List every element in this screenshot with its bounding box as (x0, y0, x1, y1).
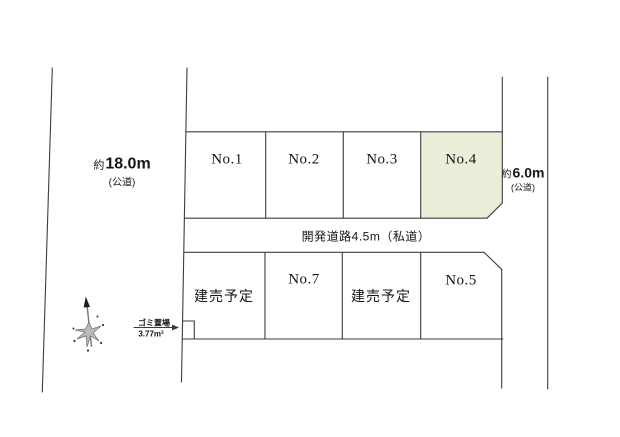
east-road-type: (公道) (510, 182, 535, 193)
garbage-arrowhead (172, 324, 179, 331)
lot-label-no2: No.2 (288, 151, 320, 168)
north-compass-icon (72, 296, 105, 352)
lot-no4-chamfer (486, 202, 503, 219)
private-road-label: 開発道路4.5m（私道） (301, 229, 431, 244)
lot-label-no4: No.4 (445, 151, 477, 168)
lot-label-tateuri-right: 建売予定 (351, 288, 411, 304)
lot-label-tateuri-left: 建売予定 (194, 288, 254, 304)
garbage-label: ゴミ置場 (138, 318, 170, 327)
garbage-box (182, 320, 195, 340)
west-boundary-line (180, 67, 188, 383)
west-road-outer-line (41, 67, 53, 393)
west-road-type: (公道) (108, 177, 136, 189)
east-road-approx: 約 (501, 169, 512, 181)
west-road-approx: 約 (93, 159, 105, 172)
lot-no4-shape (420, 131, 502, 219)
lot-label-no3: No.3 (366, 151, 398, 168)
lot-label-no7: No.7 (288, 271, 320, 288)
lot-label-no5: No.5 (445, 272, 477, 289)
east-road-width: 6.0m (512, 164, 545, 181)
bottom-row-top-line (183, 251, 503, 270)
lot-label-no1: No.1 (211, 151, 243, 168)
west-road-width: 18.0m (105, 155, 151, 173)
garbage-size: 3.77m² (138, 329, 164, 338)
